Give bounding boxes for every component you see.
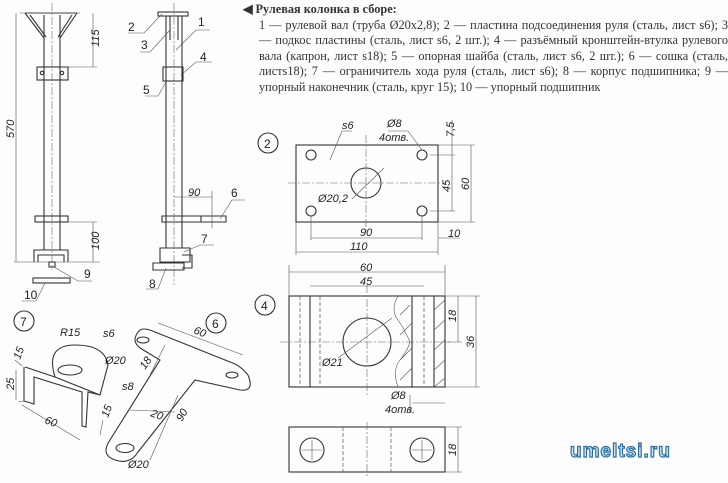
dim-45: 45: [360, 276, 373, 288]
dim-15: 15: [12, 345, 28, 361]
part-7-limiter: 7 R15 s6 Ø20 15 25 60 15: [5, 310, 127, 441]
callout-4: 4: [200, 50, 207, 64]
callout-9: 9: [84, 267, 91, 281]
callout-5: 5: [143, 83, 150, 97]
dim-15: 15: [100, 403, 116, 419]
part-number-7: 7: [20, 315, 27, 329]
label-hole-diameter: Ø8: [386, 118, 403, 130]
dim-18: 18: [447, 443, 459, 456]
part-number-6: 6: [212, 317, 219, 331]
label-radius: R15: [60, 327, 81, 339]
dim-7-5: 7,5: [445, 121, 457, 137]
dim-60: 60: [360, 262, 373, 274]
dim-18: 18: [447, 309, 459, 322]
watermark: umeltsi.ru: [569, 440, 671, 462]
dim-110: 110: [350, 241, 368, 253]
label-thickness: s6: [103, 328, 116, 340]
callout-2: 2: [128, 20, 135, 34]
dim-10: 10: [448, 228, 461, 240]
caption-body: 1 — рулевой вал (труба Ø20х2,8); 2 — пла…: [259, 17, 728, 94]
dim-20: 20: [148, 407, 165, 423]
dim-90: 90: [360, 227, 373, 239]
label-thickness: s6: [342, 120, 355, 132]
dim-36: 36: [465, 335, 477, 348]
label-center-hole: Ø20,2: [317, 193, 348, 205]
label-hole-diameter: Ø8: [390, 390, 407, 402]
dim-90: 90: [188, 187, 201, 199]
dim-570: 570: [5, 119, 17, 138]
part-number-2: 2: [264, 137, 271, 151]
label-holes-count: 4отв.: [385, 404, 415, 416]
label-center-hole: Ø21: [321, 357, 343, 369]
dim-100: 100: [90, 231, 102, 250]
callout-6: 6: [231, 186, 238, 200]
callout-7: 7: [201, 232, 208, 246]
dim-115: 115: [90, 29, 102, 47]
dim-60: 60: [460, 177, 472, 190]
callout-8: 8: [149, 277, 156, 291]
dim-25: 25: [5, 377, 17, 391]
caption: ◀ Рулевая колонка в сборе: 1 — рулевой в…: [243, 2, 728, 95]
assembly-side-view: 90 1 2 3 4 5 6 7 8: [128, 3, 245, 291]
caption-title: ◀ Рулевая колонка в сборе:: [243, 2, 397, 16]
dim-60: 60: [192, 325, 209, 341]
callout-3: 3: [141, 38, 148, 52]
callout-10: 10: [24, 288, 38, 302]
label-hole-diameter: Ø20: [104, 355, 127, 367]
part-4-bracket: 4 60 45 18 36 Ø21 Ø8 4отв. 18: [254, 262, 480, 476]
callout-1: 1: [198, 15, 205, 29]
part-6-pitman-arm: 6 60 18 s8 20 90 Ø20: [105, 312, 251, 471]
dim-18: 18: [138, 354, 155, 372]
label-hole-diameter: Ø20: [127, 459, 150, 471]
part-2-plate: 2 s6 Ø8 4отв. 7,5 45 60 Ø20,2 90 10 110: [257, 118, 475, 255]
label-holes-count: 4отв.: [379, 132, 409, 144]
caption-title-text: Рулевая колонка в сборе:: [255, 2, 397, 16]
dim-60: 60: [43, 415, 59, 431]
part-number-4: 4: [261, 299, 268, 313]
label-thickness: s8: [122, 381, 135, 393]
dim-90: 90: [174, 406, 191, 423]
dim-45: 45: [441, 179, 453, 192]
assembly-front-view: 570 115 100 9 10: [5, 3, 102, 302]
